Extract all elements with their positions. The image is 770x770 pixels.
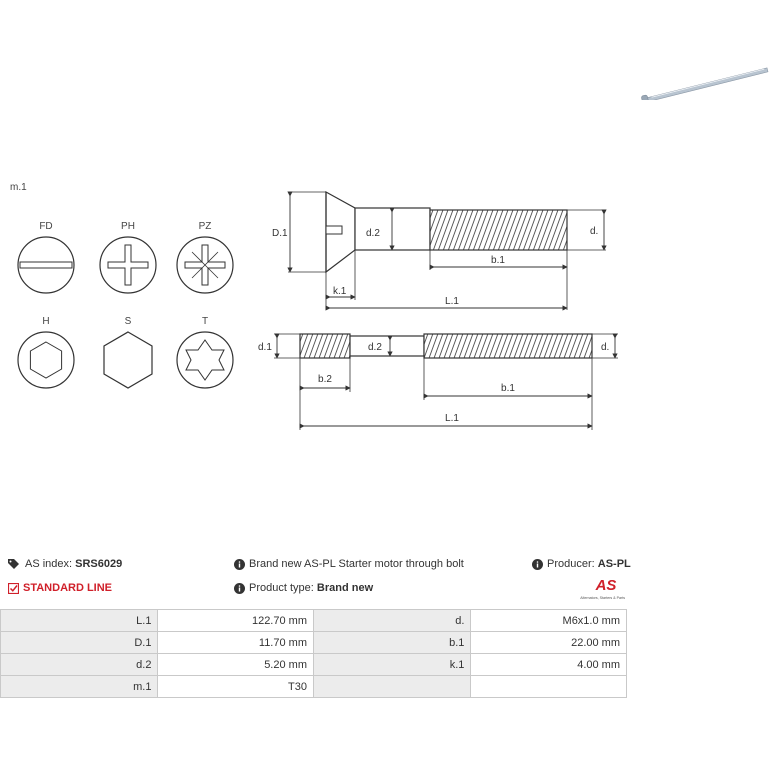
table-row: L.1 122.70 mm d. M6x1.0 mm <box>0 609 627 632</box>
head-type-label: S <box>125 316 132 327</box>
product-type-value: Brand new <box>316 582 374 594</box>
dim-label-d2: d.2 <box>366 228 380 239</box>
dim-label-d: d. <box>590 226 598 237</box>
head-type-t: T <box>176 316 234 389</box>
producer-label: Producer: <box>547 558 595 570</box>
head-type-label: PZ <box>199 221 212 232</box>
description: Brand new AS-PL Starter motor through bo… <box>234 558 464 570</box>
dim-label-k1: k.1 <box>333 286 347 297</box>
spec-label: d. <box>312 609 472 632</box>
head-type-label: FD <box>39 221 52 232</box>
producer-value: AS-PL <box>597 558 631 570</box>
dim-label-d1: d.1 <box>258 342 272 353</box>
as-index-value: SRS6029 <box>75 558 123 570</box>
as-index: AS index: SRS6029 <box>8 558 122 570</box>
table-row: D.1 11.70 mm b.1 22.00 mm <box>0 631 627 654</box>
head-type-fd: FD <box>17 221 75 294</box>
spec-value: 122.70 mm <box>157 609 314 632</box>
head-type-label: PH <box>121 221 135 232</box>
info-icon <box>532 558 543 570</box>
spec-value: 5.20 mm <box>157 653 314 676</box>
spec-label: b.1 <box>312 631 472 654</box>
head-types-label: m.1 <box>10 182 27 193</box>
head-type-ph: PH <box>99 221 157 294</box>
phillips-head-icon <box>99 236 157 294</box>
bolt-photo <box>641 67 769 100</box>
head-type-h: H <box>17 316 75 389</box>
spec-value: T30 <box>157 675 314 698</box>
spec-label <box>312 675 472 698</box>
spec-label: d.2 <box>0 653 159 676</box>
info-icon <box>234 582 245 594</box>
dim-label-b2: b.2 <box>318 374 332 385</box>
head-type-label: T <box>202 316 208 327</box>
torx-head-icon <box>176 331 234 389</box>
spec-label: D.1 <box>0 631 159 654</box>
table-row: d.2 5.20 mm k.1 4.00 mm <box>0 653 627 676</box>
spec-value: 11.70 mm <box>157 631 314 654</box>
hex-head-icon <box>103 331 153 389</box>
product-type: Product type: Brand new <box>234 582 373 594</box>
dim-label-L1: L.1 <box>445 296 459 307</box>
spec-label: m.1 <box>0 675 159 698</box>
technical-diagram: m.1 FD PH PZ H S <box>10 182 618 430</box>
dim-label-L1: L.1 <box>445 413 459 424</box>
bottom-bolt-drawing: d.1 d.2 d. b.2 b.1 L.1 <box>258 333 618 430</box>
as-index-label: AS index: <box>25 558 73 570</box>
spec-value <box>470 675 627 698</box>
product-line: STANDARD LINE <box>8 582 112 594</box>
logo-tagline: Alternators, Starters & Parts <box>580 596 625 600</box>
producer: Producer: AS-PL <box>532 558 631 570</box>
spec-label: k.1 <box>312 653 472 676</box>
spec-label: L.1 <box>0 609 159 632</box>
dim-label-b1: b.1 <box>501 383 515 394</box>
spec-table: L.1 122.70 mm d. M6x1.0 mm D.1 11.70 mm … <box>0 609 627 698</box>
info-icon <box>234 558 245 570</box>
dim-label-d2: d.2 <box>368 342 382 353</box>
head-type-pz: PZ <box>176 221 234 294</box>
table-row: m.1 T30 <box>0 675 627 698</box>
spec-value: M6x1.0 mm <box>470 609 627 632</box>
hex-socket-head-icon <box>17 331 75 389</box>
pozidriv-head-icon <box>176 236 234 294</box>
check-square-icon <box>8 582 19 594</box>
dim-label-b1: b.1 <box>491 255 505 266</box>
as-pl-logo: AS Alternators, Starters & Parts <box>580 577 625 600</box>
description-text: Brand new AS-PL Starter motor through bo… <box>249 558 464 570</box>
slot-head-icon <box>17 236 75 294</box>
logo-text: AS <box>595 577 617 594</box>
spec-value: 4.00 mm <box>470 653 627 676</box>
head-type-label: H <box>42 316 49 327</box>
spec-value: 22.00 mm <box>470 631 627 654</box>
dim-label-d: d. <box>601 342 609 353</box>
head-type-s: S <box>103 316 153 389</box>
top-bolt-drawing: D.1 d.2 d. b.1 k.1 L.1 <box>272 190 607 311</box>
dim-label-D1: D.1 <box>272 228 288 239</box>
standard-line-label: STANDARD LINE <box>23 582 113 594</box>
product-type-label: Product type: <box>249 582 314 594</box>
tags-icon <box>8 558 19 569</box>
